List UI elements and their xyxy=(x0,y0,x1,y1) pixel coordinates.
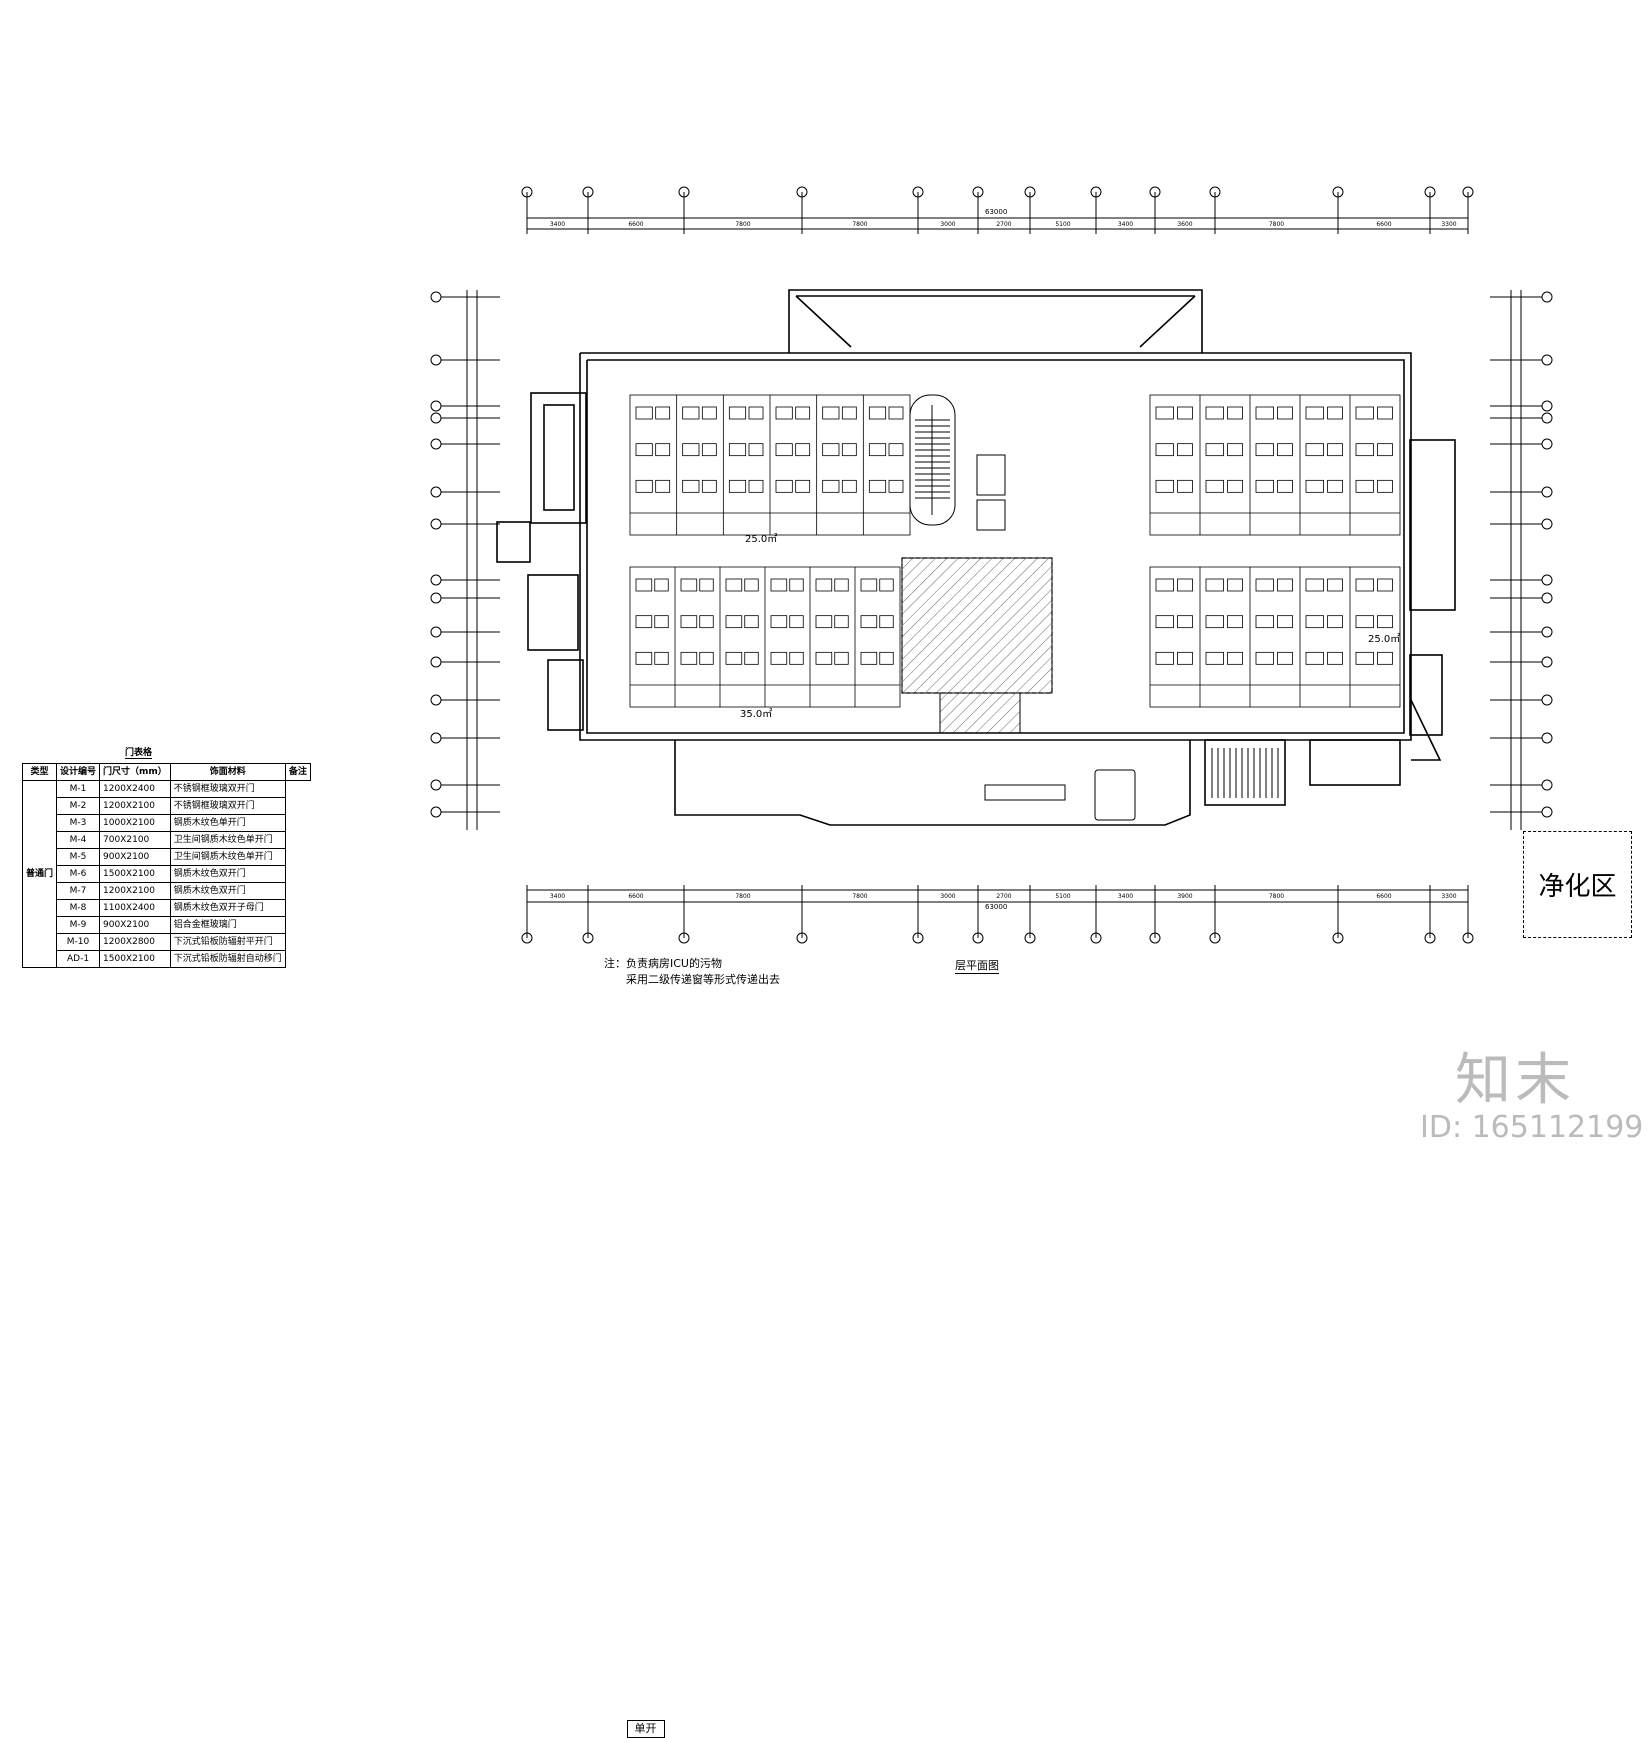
central-stair xyxy=(909,394,1006,531)
door-material-cell: 下沉式铅板防辐射自动移门 xyxy=(169,950,286,968)
bottom-dimension-line: 3400 6600 7800 7800 3000 2700 5100 3400 3900 7800… xyxy=(521,885,1474,944)
floor-plan-drawing: 3400 6600 7800 7800 3000 2700 5100 3400 3600 7800… xyxy=(430,186,1553,944)
header-size: 门尺寸（mm） xyxy=(99,763,171,781)
axis-bubbles xyxy=(430,290,1553,830)
door-size-cell: 700X2100 xyxy=(99,831,171,849)
bottom-dimension-text: 3900 xyxy=(1177,893,1192,900)
door-code-cell: M-7 xyxy=(56,882,101,900)
door-code-cell: M-5 xyxy=(56,848,101,866)
overall-dimension-top: 63000 xyxy=(985,208,1008,216)
top-dimension-line: 3400 6600 7800 7800 3000 2700 5100 3400 3600 7800… xyxy=(521,186,1474,234)
door-code-cell: M-10 xyxy=(56,933,101,951)
top-dimension-text: 3000 xyxy=(940,221,955,228)
header-code: 设计编号 xyxy=(56,763,101,781)
door-size-cell: 1100X2400 xyxy=(99,899,171,917)
door-size-cell: 900X2100 xyxy=(99,916,171,934)
watermark-id: ID: 165112199 xyxy=(1420,1110,1644,1145)
door-material-cell: 不锈钢框玻璃双开门 xyxy=(169,780,286,798)
note-line: 采用二级传递窗等形式传递出去 xyxy=(626,973,780,986)
top-dimension-text: 3600 xyxy=(1177,221,1192,228)
door-material-cell: 钢质木纹色双开门 xyxy=(169,865,286,883)
door-size-cell: 1200X2400 xyxy=(99,780,171,798)
bottom-dimension-text: 7800 xyxy=(735,893,750,900)
bottom-dimension-text: 3000 xyxy=(940,893,955,900)
door-size-cell: 1500X2100 xyxy=(99,950,171,968)
bottom-dimension-text: 6600 xyxy=(628,893,643,900)
bottom-stair xyxy=(1204,739,1286,806)
door-code-cell: M-9 xyxy=(56,916,101,934)
bottom-dimension-text: 2700 xyxy=(996,893,1011,900)
door-material-cell: 下沉式铅板防辐射平开门 xyxy=(169,933,286,951)
door-note-cell: 单开 xyxy=(626,1719,665,1738)
door-code-cell: M-6 xyxy=(56,865,101,883)
top-dimension-text: 7800 xyxy=(1269,221,1284,228)
door-material-cell: 卫生间钢质木纹色单开门 xyxy=(169,831,286,849)
top-dimension-text: 3400 xyxy=(1118,221,1133,228)
door-size-cell: 1200X2100 xyxy=(99,882,171,900)
top-dimension-text: 6600 xyxy=(1376,221,1391,228)
corridor-area-label: 35.0㎡ xyxy=(740,709,773,720)
door-material-cell: 钢质木纹色单开门 xyxy=(169,814,286,832)
bottom-dimension-text: 3400 xyxy=(1118,893,1133,900)
conference-table xyxy=(984,769,1136,821)
top-dimension-text: 5100 xyxy=(1055,221,1070,228)
bottom-dimension-text: 6600 xyxy=(1376,893,1391,900)
top-dimension-text: 2700 xyxy=(996,221,1011,228)
ward-rooms xyxy=(629,394,1401,708)
header-note: 备注 xyxy=(284,763,311,781)
bottom-dimension-text: 7800 xyxy=(1269,893,1284,900)
bottom-dimension-text: 3300 xyxy=(1441,893,1456,900)
door-material-cell: 铝合金框玻璃门 xyxy=(169,916,286,934)
drawing-note: 注：负责病房ICU的污物 采用二级传递窗等形式传递出去 xyxy=(604,956,780,988)
bottom-dimension-text: 7800 xyxy=(852,893,867,900)
central-hatched-zone xyxy=(901,557,1053,734)
door-code-cell: M-8 xyxy=(56,899,101,917)
door-code-cell: M-4 xyxy=(56,831,101,849)
door-material-cell: 不锈钢框玻璃双开门 xyxy=(169,797,286,815)
door-size-cell: 1200X2100 xyxy=(99,797,171,815)
door-code-cell: M-1 xyxy=(56,780,101,798)
door-material-cell: 钢质木纹色双开门 xyxy=(169,882,286,900)
door-size-cell: 1500X2100 xyxy=(99,865,171,883)
door-table-title: 门表格 xyxy=(125,745,153,759)
door-size-cell: 900X2100 xyxy=(99,848,171,866)
watermark-brand: 知末 xyxy=(1455,1048,1575,1113)
building-outline xyxy=(496,289,1456,826)
top-dimension-text: 3400 xyxy=(550,221,565,228)
door-code-cell: M-2 xyxy=(56,797,101,815)
door-material-cell: 钢质木纹色双开子母门 xyxy=(169,899,286,917)
corridor-area-label: 25.0㎡ xyxy=(745,534,778,545)
zone-label: 净化区 xyxy=(1523,831,1632,938)
top-dimension-text: 6600 xyxy=(628,221,643,228)
door-size-cell: 1200X2800 xyxy=(99,933,171,951)
top-dimension-text: 3300 xyxy=(1441,221,1456,228)
plan-title: 层平面图 xyxy=(955,959,999,974)
door-code-cell: M-3 xyxy=(56,814,101,832)
note-line: 注：负责病房ICU的污物 xyxy=(604,957,722,970)
door-size-cell: 1000X2100 xyxy=(99,814,171,832)
door-material-cell: 卫生间钢质木纹色单开门 xyxy=(169,848,286,866)
header-material: 饰面材料 xyxy=(169,763,286,781)
bottom-dimension-text: 3400 xyxy=(550,893,565,900)
header-type: 类型 xyxy=(21,763,58,781)
top-dimension-text: 7800 xyxy=(852,221,867,228)
bottom-dimension-text: 5100 xyxy=(1055,893,1070,900)
overall-dimension-bottom: 63000 xyxy=(985,903,1008,911)
corridor-area-label: 25.0㎡ xyxy=(1368,634,1401,645)
door-type-cell: 普通门 xyxy=(21,780,58,968)
top-dimension-text: 7800 xyxy=(735,221,750,228)
door-code-cell: AD-1 xyxy=(56,950,101,968)
